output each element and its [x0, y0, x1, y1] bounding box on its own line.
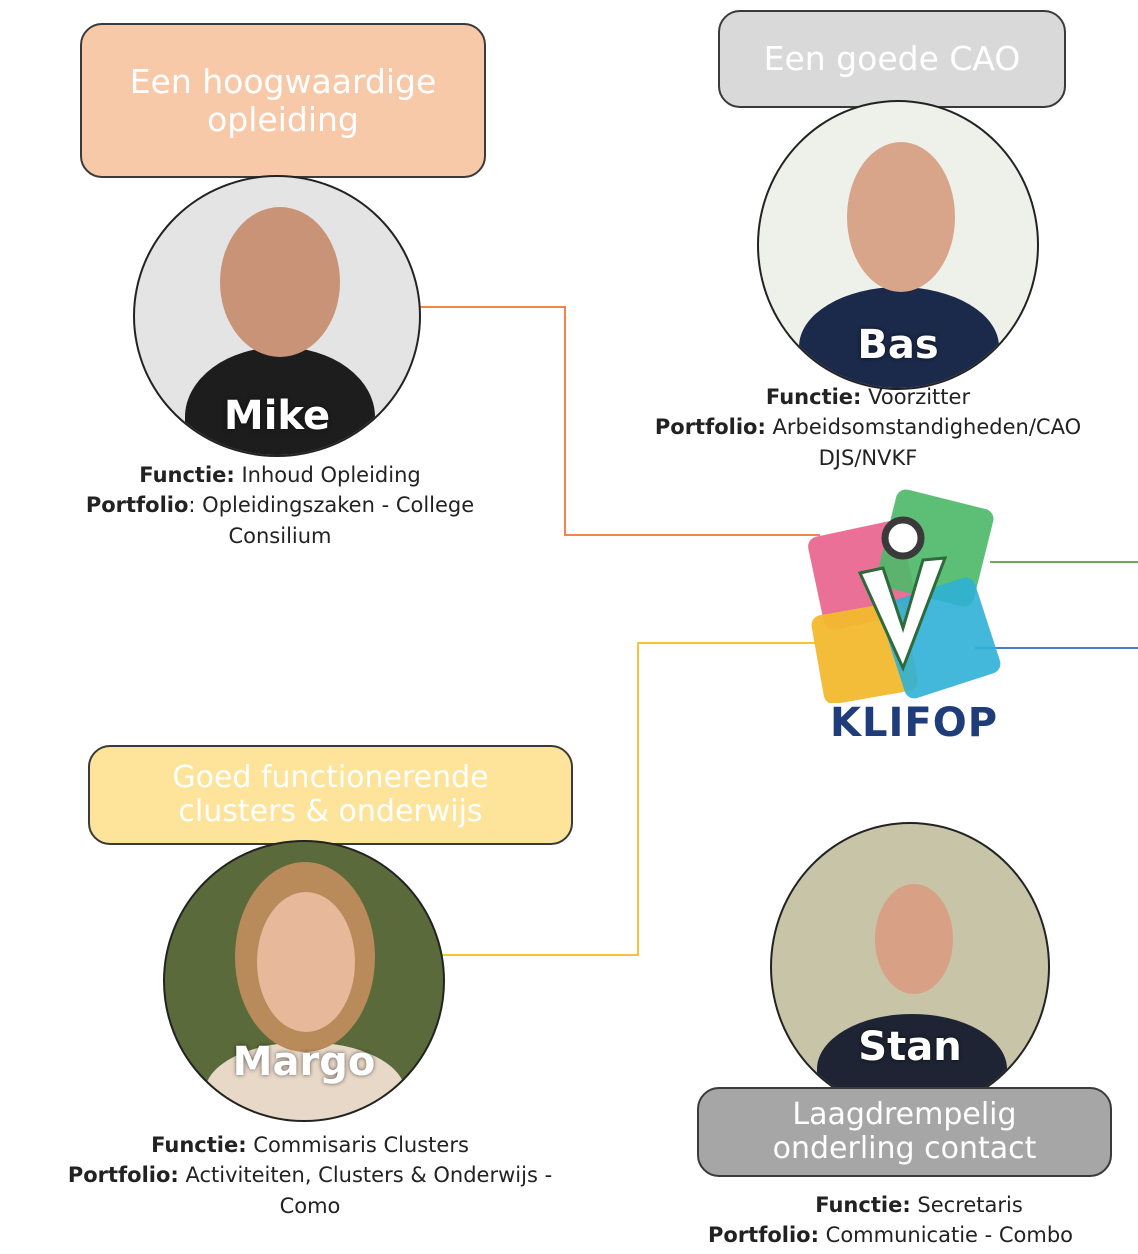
function-value-bas: Voorzitter [861, 385, 971, 409]
portfolio-value-stan: Communicatie - Combo [819, 1223, 1074, 1248]
goal-box-mike: Een hoogwaardige opleiding [80, 23, 486, 178]
avatar-body [799, 287, 999, 388]
portfolio-value-margo: Activiteiten, Clusters & Onderwijs - [178, 1163, 553, 1188]
avatar-body [185, 347, 375, 455]
portfolio-cont-mike: Consilium [228, 523, 332, 548]
function-value-mike: Inhoud Opleiding [234, 463, 421, 487]
function-label-mike: Functie: [139, 463, 235, 487]
goal-text-stan: Laagdrempelig onderling contact [772, 1096, 1037, 1166]
info-stan: Functie: Secretaris Portfolio: Communica… [700, 1190, 1138, 1251]
name-margo: Margo [232, 1039, 376, 1085]
function-label-bas: Functie: [765, 385, 862, 409]
avatar-margo: Margo [163, 840, 445, 1122]
avatar-bas: Bas [757, 100, 1039, 390]
name-mike: Mike [223, 393, 331, 439]
klifop-logo [808, 489, 1001, 703]
avatar-face [875, 884, 953, 994]
portfolio-value-mike: : Opleidingszaken - College [188, 493, 475, 518]
function-label-stan: Functie: [815, 1193, 911, 1217]
avatar-face [257, 892, 355, 1032]
info-margo: Functie: Commisaris Clusters Portfolio: … [0, 1130, 620, 1221]
avatar-face [847, 142, 955, 292]
portfolio-label-bas: Portfolio: [654, 415, 766, 440]
function-label-margo: Functie: [151, 1133, 247, 1157]
avatar-face [220, 207, 340, 357]
goal-text-margo: Goed functionerende clusters & onderwijs [172, 759, 489, 829]
portfolio-cont-margo: Como [279, 1193, 341, 1218]
portfolio-label-mike: Portfolio [85, 493, 189, 518]
goal-text-mike: Een hoogwaardige opleiding [129, 61, 437, 139]
portfolio-cont-bas: DJS/NVKF [818, 445, 918, 470]
portfolio-label-stan: Portfolio: [708, 1223, 819, 1248]
logo-text: KLIFOP [830, 700, 999, 746]
avatar-stan: Stan [770, 822, 1050, 1112]
avatar-body [205, 1042, 405, 1120]
portfolio-label-margo: Portfolio: [67, 1163, 179, 1188]
portfolio-value-bas: Arbeidsomstandigheden/CAO [765, 415, 1082, 440]
connector-margo [440, 642, 818, 956]
info-mike: Functie: Inhoud Opleiding Portfolio: Opl… [20, 460, 540, 551]
info-bas: Functie: Voorzitter Portfolio: Arbeidsom… [598, 382, 1138, 473]
name-bas: Bas [857, 322, 939, 368]
function-value-margo: Commisaris Clusters [246, 1133, 469, 1157]
goal-box-margo: Goed functionerende clusters & onderwijs [88, 745, 573, 845]
function-value-stan: Secretaris [910, 1193, 1023, 1217]
goal-box-stan: Laagdrempelig onderling contact [697, 1087, 1112, 1177]
avatar-mike: Mike [133, 175, 421, 457]
goal-text-bas: Een goede CAO [763, 39, 1021, 79]
goal-box-bas: Een goede CAO [718, 10, 1066, 108]
connector-mike [418, 306, 820, 536]
name-stan: Stan [858, 1024, 962, 1070]
